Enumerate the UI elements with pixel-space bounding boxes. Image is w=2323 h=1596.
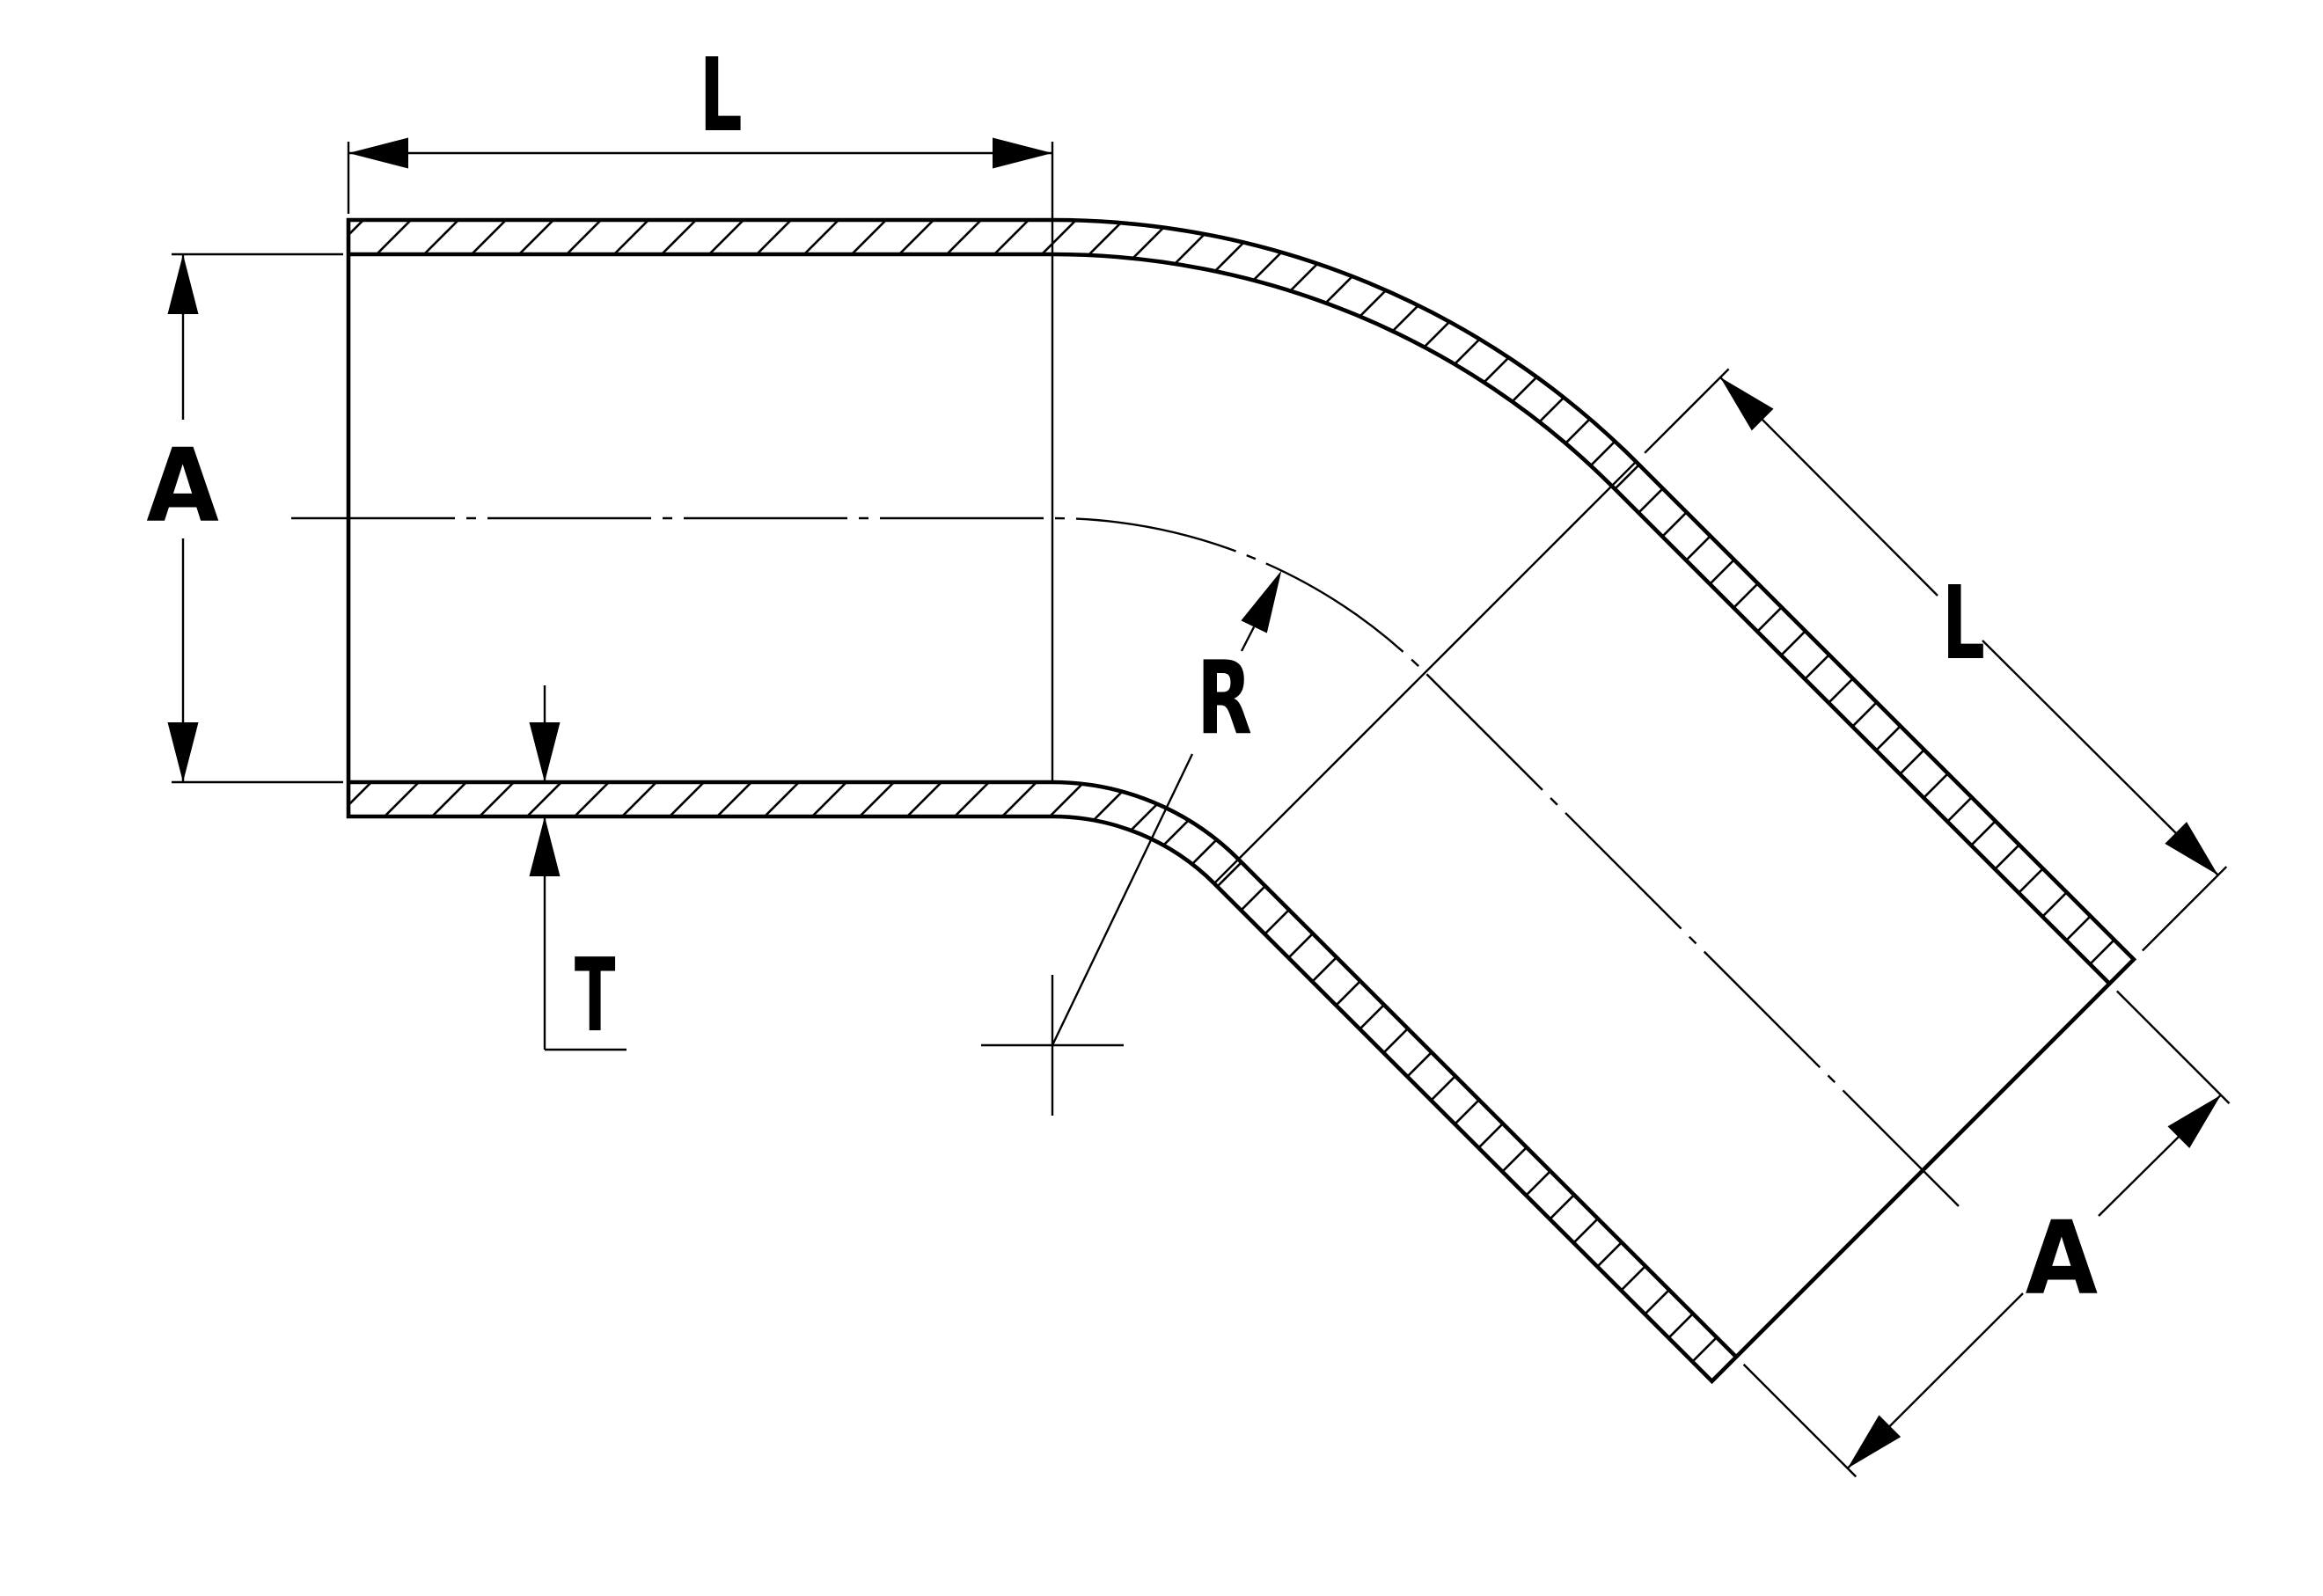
arrowhead-radius (1241, 570, 1282, 633)
label-end-diameter: A (2026, 1200, 2098, 1318)
hatch-line (1360, 220, 2134, 1381)
centerline (291, 516, 1960, 1207)
arrowhead-left (348, 137, 408, 169)
arrowhead-down (529, 722, 561, 782)
dimension-diagonal-length (1644, 368, 2228, 952)
label-bend-radius: R (1197, 641, 1252, 758)
arrowhead-start (1720, 377, 1774, 431)
ext-line-end (2142, 866, 2228, 952)
arrowhead-end (2165, 822, 2218, 875)
tube-outline (346, 217, 2137, 1385)
ext-line-top (2116, 990, 2231, 1104)
ext-line-bottom (1742, 1363, 1858, 1478)
tangent-boundary-lines (1051, 142, 1638, 884)
dimension-end-diameter (1742, 990, 2231, 1478)
label-left-diameter: A (146, 428, 218, 545)
arrowhead-bottom (1847, 1415, 1902, 1468)
label-wall-thickness: T (575, 937, 616, 1054)
dimension-top-length (347, 137, 1052, 214)
dimension-left-diameter (167, 253, 343, 784)
radius-leader-stub (1240, 626, 1256, 652)
radius-leader-lower (1051, 753, 1194, 1046)
arrowhead-bottom (167, 722, 199, 782)
bend-end-boundary-line (1213, 460, 1638, 884)
dimension-labels: L A T R L A (146, 36, 2098, 1317)
arrowhead-top (2167, 1095, 2221, 1149)
dimension-bend-radius (1051, 570, 1282, 1046)
tube-inner-wall-bottom (348, 780, 1738, 1358)
arrowhead-top (167, 254, 199, 314)
label-diagonal-length: L (1942, 564, 1985, 682)
label-top-length: L (700, 36, 743, 154)
arrowhead-up (529, 816, 561, 876)
ext-line-start (1644, 368, 1730, 454)
arrowhead-right (993, 137, 1052, 169)
dimension-wall-thickness (529, 685, 627, 1051)
tube-outer-wall (346, 217, 2137, 1385)
tube-inner-wall-top (348, 252, 2111, 985)
